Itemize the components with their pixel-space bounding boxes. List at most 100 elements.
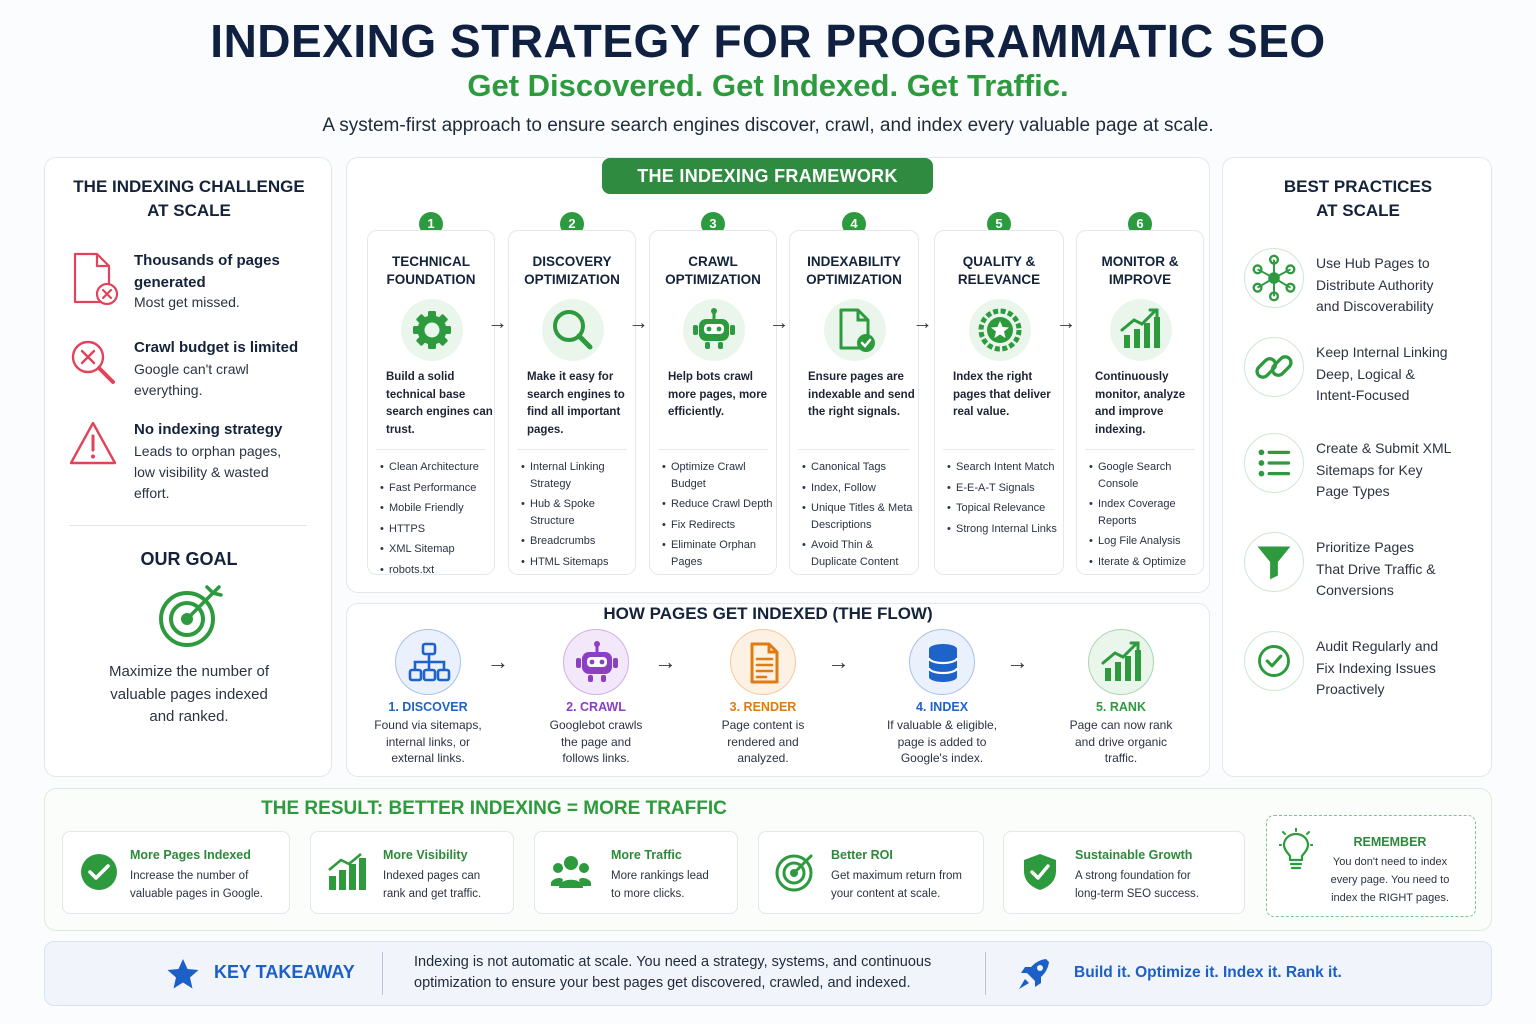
step-heading: QUALITY &RELEVANCE [957,254,1041,287]
flow-stage-label: 1. DISCOVER [388,700,468,714]
takeaway-motto: Build it. Optimize it. Index it. Rank it… [1074,964,1342,981]
list-item: Index, Follow [802,480,914,497]
goal-heading: OUR GOAL [140,549,238,569]
arrow-right-icon: → [827,649,850,674]
takeaway-separator [382,952,383,995]
list-item: Google Search Console [1089,459,1201,492]
flow-stage-label: 3. RENDER [729,700,797,714]
challenge-title: Thousands of pages generated [134,252,280,291]
list-item: Clean Architecture [380,459,492,476]
takeaway-separator [985,952,986,995]
result-card-title: Sustainable Growth [1075,848,1193,862]
challenge-desc: Leads to orphan pages, low visibility & … [134,443,282,501]
result-card-title: More Visibility [383,848,468,862]
growth-chart-icon [1120,308,1160,348]
step-divider [798,449,910,450]
list-item: Avoid Thin & Duplicate Content [802,537,914,570]
list-item: Search Intent Match [947,459,1059,476]
step-icon-wrap [542,299,604,361]
best-practice-icon-wrap [1244,631,1304,691]
link-icon [1255,355,1293,379]
challenge-desc: Google can't crawl everything. [134,361,249,398]
list-item: Reduce Crawl Depth [662,496,774,513]
robot-icon [576,641,618,682]
flow-stage-4-icon [909,629,975,695]
list-icon [1258,449,1291,477]
step-divider [658,449,768,450]
list-item: Fast Performance [380,480,492,497]
arrow-right-icon: → [654,649,677,674]
challenge-title: Crawl budget is limited [134,339,299,356]
flow-stage-label: 4. INDEX [915,700,969,714]
warning-icon [69,421,117,465]
gear-icon [413,311,451,349]
step-icon-wrap [683,299,745,361]
result-card-5: Sustainable Growth A strong foundation f… [1003,831,1245,914]
step-list: Search Intent MatchE-E-A-T SignalsTopica… [947,459,1059,541]
list-item: Mobile Friendly [380,500,492,517]
list-item: HTML Sitemaps [521,554,633,571]
database-icon [927,644,959,682]
list-item: Strong Internal Links [947,521,1059,538]
takeaway-panel [44,941,1492,1006]
arrow-right-icon: → [628,312,649,334]
list-item: HTTPS [380,521,492,538]
list-item: Eliminate Orphan Pages [662,537,774,570]
challenge-heading: THE INDEXING CHALLENGE AT SCALE [73,177,305,220]
flow-stage-3-icon [730,629,796,695]
list-item: robots.txt [380,562,492,579]
list-item: E-E-A-T Signals [947,480,1059,497]
document-icon [750,642,779,684]
hub-icon [1252,254,1296,302]
step-list: Clean ArchitectureFast PerformanceMobile… [380,459,492,582]
step-divider [1085,449,1195,450]
magnifier-icon [553,310,593,350]
result-card-title: More Traffic [611,848,682,862]
takeaway-text: Indexing is not automatic at scale. You … [414,954,932,991]
goal-text: Maximize the number of valuable pages in… [108,663,270,725]
arrow-right-icon: → [487,312,508,334]
arrow-right-icon: → [1056,312,1076,334]
step-divider [943,449,1055,450]
step-icon-wrap [401,299,463,361]
file-check-icon [839,308,875,352]
funnel-icon [1257,546,1291,580]
best-practice-icon-wrap [1244,532,1304,592]
flow-stage-1-icon [395,629,461,695]
remember-text: You don't need to index every page. You … [1330,856,1450,904]
step-list: Canonical TagsIndex, FollowUnique Titles… [802,459,914,574]
arrow-right-icon: → [769,312,789,334]
sitemap-icon [408,642,451,682]
robot-icon [693,308,735,349]
challenge-panel: THE INDEXING CHALLENGE AT SCALE Thousand… [44,157,332,777]
bar-chart-icon [328,853,366,890]
page-subtitle: Get Discovered. Get Indexed. Get Traffic… [467,68,1069,103]
result-card-title: Better ROI [831,848,893,862]
file-error-icon [73,252,119,306]
step-description: Help bots crawl more pages, more efficie… [668,371,768,418]
step-description: Make it easy for search engines to find … [527,371,625,436]
takeaway-label: KEY TAKEAWAY [214,962,355,982]
step-list: Google Search ConsoleIndex Coverage Repo… [1089,459,1201,574]
challenge-item-no-strategy: No indexing strategy Leads to orphan pag… [69,419,319,509]
arrow-right-icon: → [1006,649,1029,674]
rocket-icon [1019,959,1049,989]
challenge-item-pages: Thousands of pages generated Most get mi… [69,250,319,320]
framework-step-5: QUALITY &RELEVANCE Index the right pages… [934,230,1064,575]
page-tagline: A system-first approach to ensure search… [322,115,1214,136]
